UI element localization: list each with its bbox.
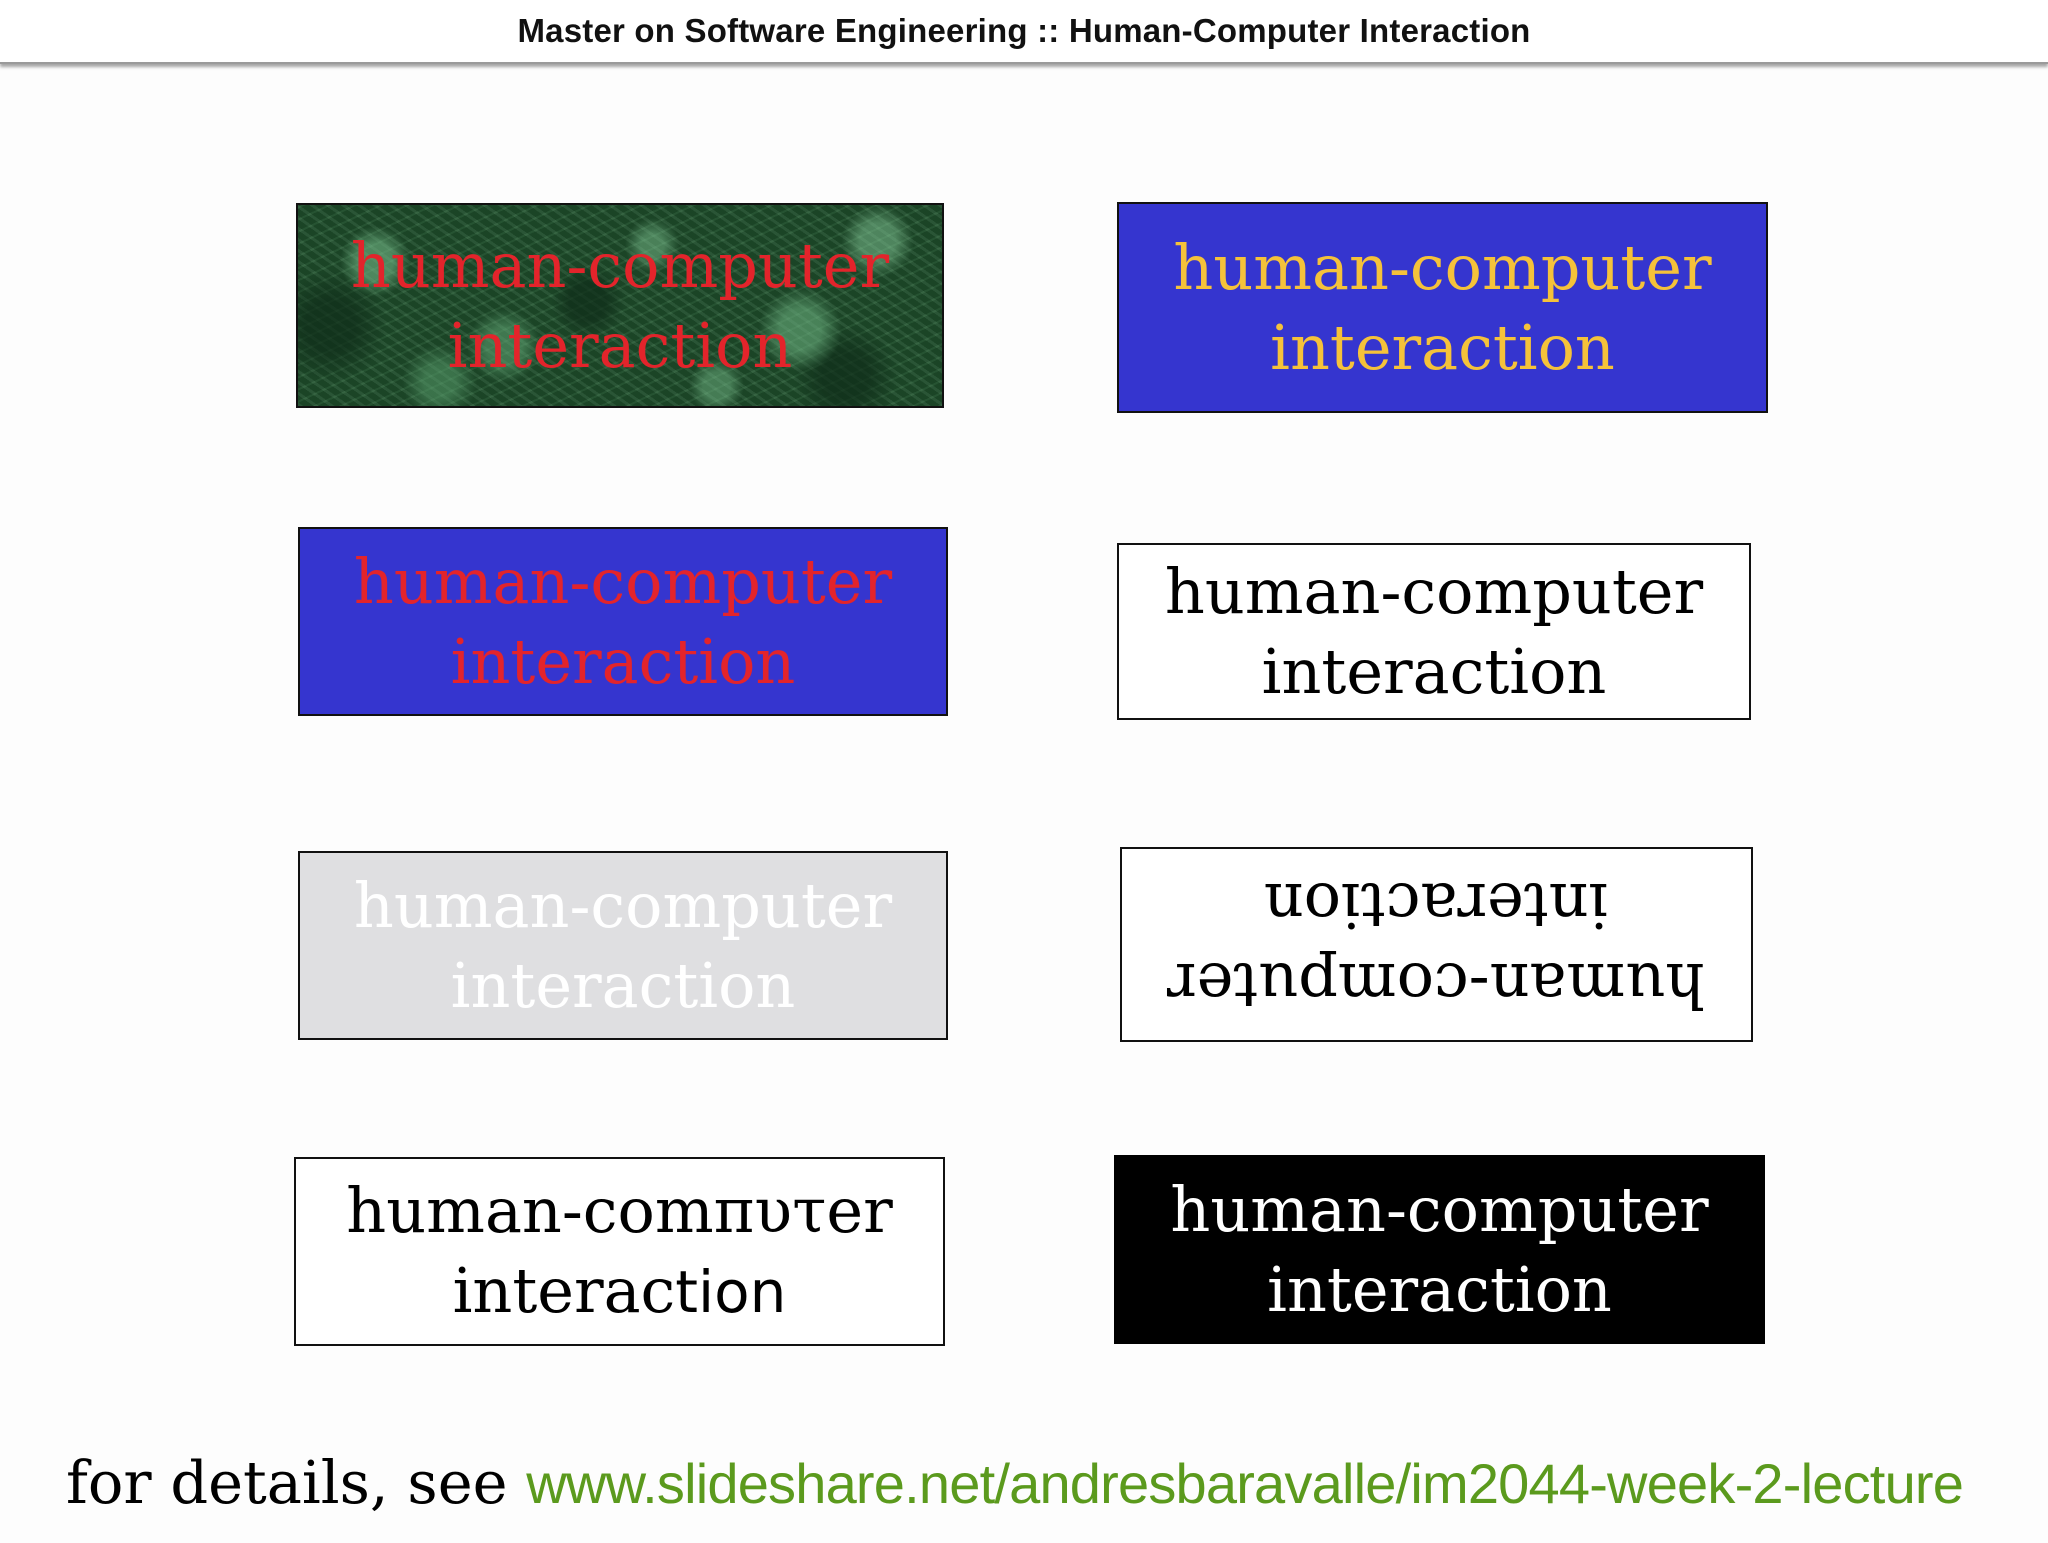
hci-box-black-white: human-computer interaction: [1114, 1155, 1765, 1344]
hci-box-line-1: human-comπυτer: [346, 1174, 893, 1247]
hci-box-line-2-serif-part: interac: [452, 1254, 676, 1327]
slide-footer: for details, see www.slideshare.net/andr…: [66, 1438, 1964, 1543]
hci-box-line-1: human-computer: [1170, 1172, 1709, 1246]
hci-box-line-2: interaction: [1264, 868, 1609, 942]
hci-box-line-1: human-computer: [1167, 948, 1706, 1022]
hci-box-line-2: interaction: [1270, 310, 1615, 384]
hci-box-line-1: human-computer: [350, 228, 890, 302]
hci-box-mixed-fonts: human-comπυτer interaction: [294, 1157, 945, 1346]
slide-header-title: Master on Software Engineering :: Human-…: [517, 12, 1531, 49]
footer-link[interactable]: www.slideshare.net/andresbaravalle/im204…: [526, 1452, 1964, 1515]
hci-box-line-2: interaction: [447, 308, 793, 382]
hci-box-blue-yellow: human-computer interaction: [1117, 202, 1768, 413]
hci-box-grey-white: human-computer interaction: [298, 851, 948, 1040]
hci-box-line-2: interaction: [1267, 1252, 1612, 1326]
slide-header: Master on Software Engineering :: Human-…: [0, 0, 2048, 64]
hci-box-upside-down: human-computer interaction: [1120, 847, 1753, 1042]
hci-box-blue-red: human-computer interaction: [298, 527, 948, 716]
hci-box-line-2: interaction: [453, 1251, 787, 1332]
upside-down-text: human-computer interaction: [1167, 865, 1705, 1025]
hci-box-white-black: human-computer interaction: [1117, 543, 1751, 720]
hci-box-line-2-sans-part: tion: [675, 1258, 787, 1326]
hci-box-line-1: human-computer: [1173, 230, 1712, 304]
hci-box-line-1: human-computer: [353, 544, 893, 618]
hci-box-textured-green: human-computer interaction: [296, 203, 944, 408]
hci-box-line-1: human-computer: [353, 868, 893, 942]
hci-box-line-2: interaction: [1261, 634, 1607, 708]
footer-prefix-text: for details, see: [66, 1448, 527, 1517]
hci-box-line-2: interaction: [450, 624, 796, 698]
hci-box-line-1: human-computer: [1164, 554, 1704, 628]
hci-box-line-2: interaction: [450, 948, 796, 1022]
